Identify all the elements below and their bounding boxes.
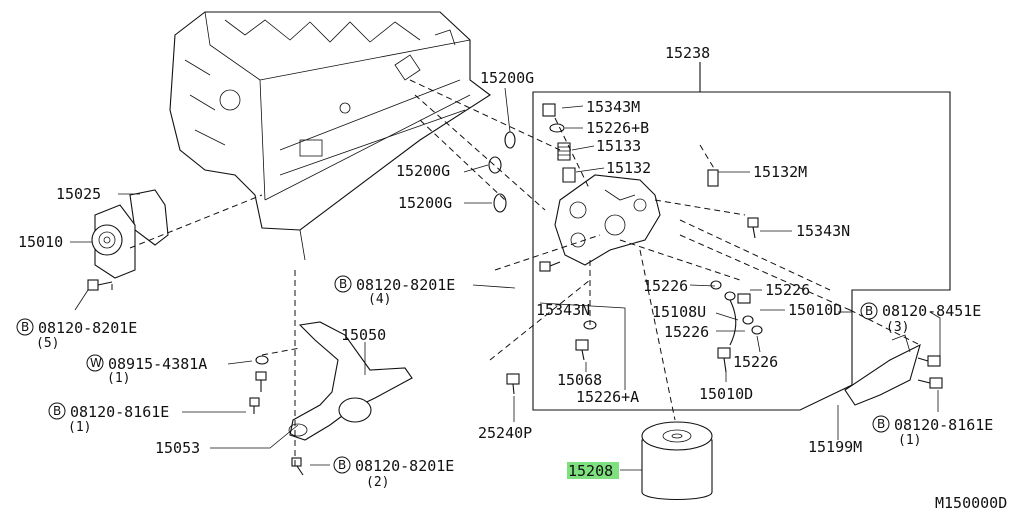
label-15226-a: 15226: [643, 277, 688, 295]
bolt-symbol: [860, 302, 878, 320]
label-15010: 15010: [18, 233, 63, 251]
label-qty-2: (2): [366, 475, 389, 490]
dashed-leaders: [111, 79, 921, 470]
label-15343n-right: 15343N: [796, 222, 850, 240]
bolt-symbol-letter: B: [53, 404, 61, 418]
shield-15199m: [844, 343, 921, 406]
label-qty-1: (1): [898, 433, 921, 448]
label-15068: 15068: [557, 371, 602, 389]
bolt-pump: [87, 279, 113, 291]
label-08120-8161e-right: 08120-8161E: [894, 416, 993, 434]
bolt-symbol: [48, 402, 66, 420]
pressure-switch-25240p: [506, 373, 520, 395]
plug-15132m: [707, 169, 719, 187]
washer-symbol: [86, 354, 104, 372]
label-15132m: 15132M: [753, 163, 807, 181]
label-15108u: 15108U: [652, 303, 706, 321]
label-15053: 15053: [155, 439, 200, 457]
oil-filter-15208: [641, 421, 713, 501]
label-08120-8451e: 08120-8451E: [882, 302, 981, 320]
strainer-fasteners: [249, 355, 304, 476]
bolt-symbol-letter: B: [338, 458, 346, 472]
label-15226b: 15226+B: [586, 119, 649, 137]
label-qty-1: (1): [107, 371, 130, 386]
bolt-symbol: [872, 415, 890, 433]
highlight-15208: [567, 462, 619, 479]
figure-code: M150000D: [935, 494, 1007, 512]
leader-lines: [70, 87, 941, 471]
bolt-symbol: [334, 275, 352, 293]
label-qty-4: (4): [368, 292, 391, 307]
bolt-symbol-letter: B: [877, 417, 885, 431]
bolt-symbol: [333, 456, 351, 474]
label-08120-8201e-4: 08120-8201E: [356, 276, 455, 294]
label-08120-8161e-left: 08120-8161E: [70, 403, 169, 421]
label-15132: 15132: [606, 159, 651, 177]
assembly-frame: [532, 91, 951, 411]
bolt-15343n-left: [539, 261, 561, 272]
label-15133: 15133: [596, 137, 641, 155]
label-15010d-b: 15010D: [699, 385, 753, 403]
o-ring-15200g-top: [504, 131, 516, 149]
label-15343m: 15343M: [586, 98, 640, 116]
relief-valve-stack: [542, 103, 576, 183]
label-15200g-b: 15200G: [396, 162, 450, 180]
label-15226-b: 15226: [765, 281, 810, 299]
label-15226-c: 15226: [664, 323, 709, 341]
gasket-15025: [129, 189, 169, 246]
label-15238: 15238: [665, 44, 710, 62]
label-15208: 15208: [568, 462, 613, 480]
filter-bracket-15238: [554, 174, 661, 266]
label-15343n-left: 15343N: [536, 301, 590, 319]
label-15050: 15050: [341, 326, 386, 344]
bolt-symbol-letter: B: [865, 304, 873, 318]
engine-block-drawing: [169, 11, 491, 261]
label-qty-1: (1): [68, 420, 91, 435]
o-ring-15200g-low: [493, 193, 507, 213]
shield-bracket: [891, 334, 911, 353]
label-08120-8201e-2: 08120-8201E: [355, 457, 454, 475]
label-08120-8201e-5: 08120-8201E: [38, 319, 137, 337]
oil-strainer-15050: [288, 321, 413, 441]
label-qty-5: (5): [36, 336, 59, 351]
bolt-symbol: [16, 318, 34, 336]
bolt-symbol-letter: B: [339, 277, 347, 291]
oil-tube-15108u: [729, 299, 737, 346]
bolts-right: [917, 355, 943, 389]
label-15010d-a: 15010D: [788, 301, 842, 319]
label-15200g-a: 15200G: [480, 69, 534, 87]
bolt-symbol-letter: B: [21, 320, 29, 334]
label-15199m: 15199M: [808, 438, 862, 456]
label-25240p: 25240P: [478, 424, 532, 442]
label-15226a: 15226+A: [576, 388, 639, 406]
bolt-15343n-right: [747, 217, 759, 239]
washer-symbol-letter: W: [90, 356, 102, 370]
o-ring-15200g-mid: [488, 156, 502, 174]
label-15200g-c: 15200G: [398, 194, 452, 212]
plug-15068: [575, 339, 589, 361]
label-qty-3: (3): [886, 320, 909, 335]
washers-15226: [710, 280, 763, 335]
part-labels: 15238 15200G 15343M 15226+B 15133 15200G…: [16, 44, 1007, 512]
label-08915-4381a: 08915-4381A: [108, 355, 207, 373]
bolt-15010d-lower: [717, 347, 731, 373]
label-15226-d: 15226: [733, 353, 778, 371]
oil-pump-15010: [91, 204, 136, 279]
label-15025: 15025: [56, 185, 101, 203]
